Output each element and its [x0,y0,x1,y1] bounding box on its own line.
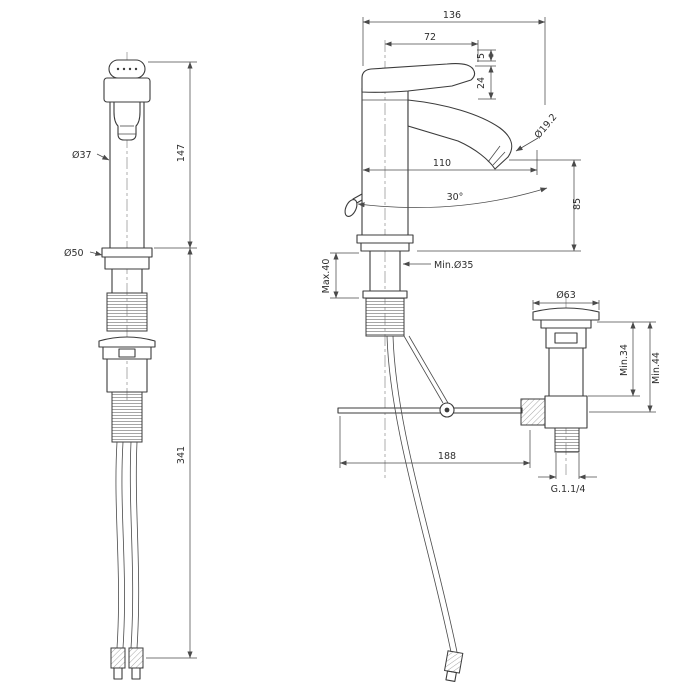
popup-linkage [337,335,523,682]
dim-min-hole-diameter: Min.Ø35 [434,260,473,271]
dim-waste-min-depth-2: Min.44 [651,352,662,384]
side-popup-waste [520,307,600,453]
side-view: 136 72 5 24 Ø19.2 110 30° [321,10,662,682]
dim-waste-thread: G.1.1/4 [551,484,586,495]
dim-outlet-height: 85 [572,198,583,210]
dim-handle-height: 24 [476,77,487,89]
dim-outlet-diameter: Ø19.2 [533,112,560,141]
dim-overall-depth: 136 [443,10,461,21]
front-view: Ø37 Ø50 147 341 [64,52,197,680]
dim-length-below-deck: 341 [176,446,187,464]
dim-handle-tip-offset: 5 [476,53,487,59]
dim-rod-horizontal-distance: 188 [438,451,456,462]
dim-waste-min-depth-1: Min.34 [619,344,630,376]
dim-base-diameter: Ø50 [64,248,84,259]
side-faucet-outline [344,63,513,337]
front-popup-waste [98,336,156,680]
dim-body-diameter: Ø37 [72,150,92,161]
dim-height-above-deck: 147 [176,144,187,162]
dim-handle-length: 72 [424,32,436,43]
dim-spout-angle: 30° [447,192,464,203]
dim-max-deck-thickness: Max.40 [321,259,332,294]
front-faucet-outline [101,59,153,332]
dim-waste-flange-diameter: Ø63 [556,290,576,301]
front-dimensions: Ø37 Ø50 147 341 [64,61,197,659]
dim-spout-reach: 110 [433,158,451,169]
